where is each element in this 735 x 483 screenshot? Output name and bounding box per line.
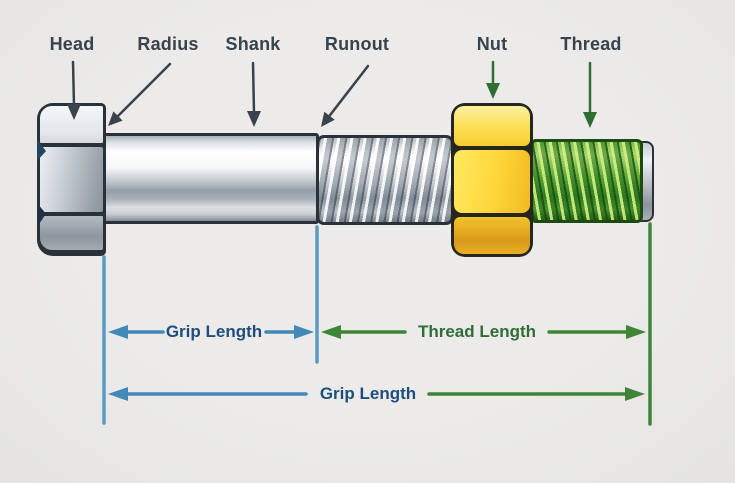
radius-pointer-arrow [108,62,172,126]
bolt-head-edge-shadow-upper [37,139,46,161]
bolt-head [37,103,106,256]
bolt-head-edge-shadow-lower [37,203,46,227]
hex-nut-facet-top [454,106,530,146]
bolt-head-facet-bottom [40,216,103,250]
part-label-head: Head [49,34,95,54]
bolt-head-facet-top [40,106,103,143]
bolt-head-facet-mid [40,147,103,212]
part-label-runout: Runout [324,34,390,54]
hex-nut-facet-mid [454,150,530,213]
grip-length-label: Grip Length [165,322,263,341]
part-label-thread: Thread [560,34,622,54]
thread-length-label: Thread Length [417,322,537,341]
hex-nut-facet-bottom [454,217,530,254]
runout-pointer-arrow [321,64,370,127]
part-label-nut: Nut [476,34,508,54]
nut-pointer-arrow [486,60,500,99]
hex-nut [451,103,533,257]
bolt-thread-section [530,139,643,223]
bolt-shank [103,133,319,224]
shank-pointer-arrow [247,61,261,127]
thread-pointer-arrow [583,61,597,128]
overall-length-label: Grip Length [319,384,417,403]
bolt-runout-threads [316,135,454,225]
part-label-radius: Radius [137,34,199,54]
part-label-shank: Shank [225,34,281,54]
